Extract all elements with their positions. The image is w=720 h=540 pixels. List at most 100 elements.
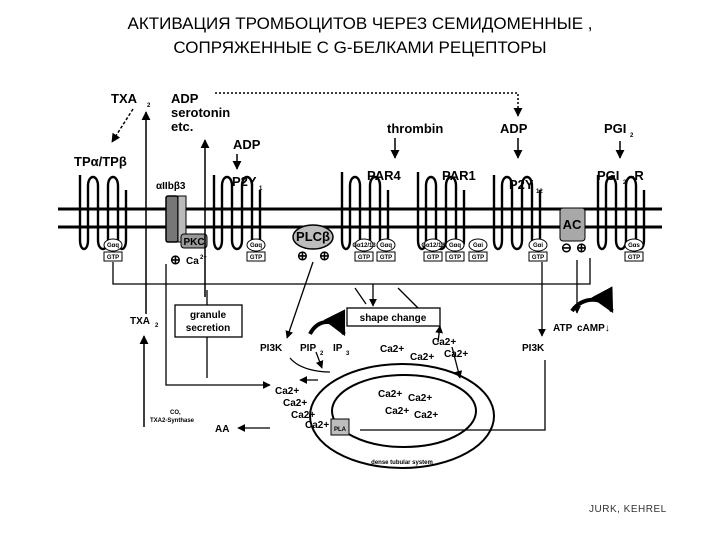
co-label: CO, (170, 410, 181, 416)
receptor-label-pgi2r-suffix: -R (630, 168, 644, 183)
arrow-txa2-tp (111, 108, 134, 143)
agonist-txa2-sub: 2 (147, 103, 151, 109)
ca-shape-2: Ca2+ (410, 352, 434, 363)
ga1213-par4-label: Gα12/13 (352, 243, 376, 249)
gtp-par4-box-2 (376, 251, 396, 262)
shape-change-box (346, 307, 441, 327)
gtp-par1-label-2: GTP (449, 255, 461, 261)
pla-box (330, 418, 350, 436)
g-protein-p2y12 (528, 238, 548, 252)
g-protein-pgi2r (624, 238, 644, 252)
arrow-atp-camp (570, 286, 614, 314)
gtp-par1-box-2 (445, 251, 465, 262)
ca-shape-4: Ca2+ (444, 349, 468, 360)
agonist-txa2: TXA (111, 91, 138, 106)
ip3-sub: 3 (346, 351, 350, 357)
gtp-par1-label-1: GTP (427, 255, 439, 261)
ca-left-2: Ca2+ (283, 398, 307, 409)
line-pi3k-pla (360, 360, 546, 431)
line-gprotein-bus (112, 258, 591, 285)
gaq-tp-label: Gαq (107, 243, 119, 249)
gaq-par1-label: Gαq (449, 243, 461, 249)
receptor-label-p2y1-sub: 1 (259, 186, 263, 192)
ip3-label: IP (333, 343, 343, 354)
gaq-p2y1-label: Gαq (250, 243, 262, 249)
ca-left-4: Ca2+ (305, 420, 329, 431)
receptor-label-integrin: αIIbβ3 (156, 181, 186, 192)
agonist-adp-group-1: ADP (171, 91, 199, 106)
camp-label: cAMP↓ (577, 323, 610, 334)
receptor-label-p2y12: P2Y (509, 177, 534, 192)
gtp-par1-box-1 (423, 251, 443, 262)
arrow-plc-pi3k (285, 261, 314, 339)
agonist-adp-right: ADP (500, 121, 528, 136)
ca-dts-4: Ca2+ (414, 410, 438, 421)
granule-secretion-box (174, 304, 243, 338)
g-protein-par1-1213 (423, 238, 443, 252)
g-protein-tp (103, 238, 123, 252)
ca-left-1: Ca2+ (275, 386, 299, 397)
agonist-adp-group-3: etc. (171, 119, 193, 134)
gaq-par4-label: Gαq (380, 243, 392, 249)
gai-par1-label: Gαi (473, 243, 483, 249)
arrow-ca-dts (451, 346, 463, 379)
receptor-label-par4: PAR4 (367, 168, 401, 183)
receptor-label-pgi2r-sub: 2 (623, 180, 627, 186)
ca-dts-2: Ca2+ (408, 393, 432, 404)
receptor-label-p2y1: P2Y (232, 174, 257, 189)
gtp-par4-label-2: GTP (380, 255, 392, 261)
g-protein-par1-i (468, 238, 488, 252)
gai-p2y12-label: Gαi (533, 243, 543, 249)
g-protein-p2y1 (246, 238, 266, 252)
gtp-p2y12-box (528, 251, 548, 262)
pi3k-left: PI3K (260, 343, 283, 354)
line-shape-change-left (354, 287, 367, 305)
line-pkc-ca (165, 264, 271, 389)
gtp-tp-label: GTP (107, 255, 119, 261)
agonist-adp-group-2: serotonin (171, 105, 230, 120)
ac-label: AC (563, 217, 582, 232)
dts-label: dense tubular system (371, 460, 433, 466)
gtp-pgi2r-label: GTP (628, 255, 640, 261)
agonist-adp: ADP (233, 137, 261, 152)
agonist-pgi2-sub: 2 (630, 133, 634, 139)
ca-dts-1: Ca2+ (378, 389, 402, 400)
atp-label: ATP (553, 323, 573, 334)
ca-left-3: Ca2+ (291, 410, 315, 421)
dts-inner (331, 374, 477, 448)
dts-outer (309, 363, 495, 469)
gtp-par1-label-3: GTP (472, 255, 484, 261)
gtp-par4-box-1 (354, 251, 374, 262)
pip2-sub: 2 (320, 351, 324, 357)
receptor-label-p2y12-sub: 12 (536, 189, 543, 195)
receptor-tp (78, 175, 128, 251)
ac-box (559, 207, 586, 242)
gtp-pgi2r-box (624, 251, 644, 262)
plus-sign-plc-2: ⊕ (319, 248, 330, 263)
ca-dts-3: Ca2+ (385, 406, 409, 417)
gtp-p2y1-box (246, 251, 266, 262)
plus-sign-ac: ⊕ (576, 240, 587, 255)
aa-label: AA (215, 424, 229, 435)
txa2-bottom: TXA (130, 316, 150, 327)
minus-sign-ac: ⊖ (561, 240, 572, 255)
ca-shape-3: Ca2+ (432, 337, 456, 348)
arrow-adp-feedback-dotted (215, 92, 523, 117)
gtp-par1-box-3 (468, 251, 488, 262)
pkc-label: PKC (183, 237, 204, 248)
ca-shape-1: Ca2+ (380, 344, 404, 355)
receptor-pgi2r (596, 175, 646, 251)
agonist-thrombin: thrombin (387, 121, 443, 136)
receptor-label-tp: TPα/TPβ (74, 154, 127, 169)
title-line-1: АКТИВАЦИЯ ТРОМБОЦИТОВ ЧЕРЕЗ СЕМИДОМЕННЫЕ… (127, 14, 593, 33)
txa-synthase-label: TXA2-Synthase (150, 418, 195, 424)
g-protein-par4-1213 (354, 238, 374, 252)
gtp-par4-label-1: GTP (358, 255, 370, 261)
ga1213-par1-label: Gα12/13 (421, 243, 445, 249)
pla-label: PLA (334, 427, 347, 433)
plc-label: PLCβ (296, 229, 330, 244)
plc-shape (292, 224, 334, 250)
receptor-label-par1: PAR1 (442, 168, 476, 183)
line-pi3k-curve (289, 357, 331, 373)
